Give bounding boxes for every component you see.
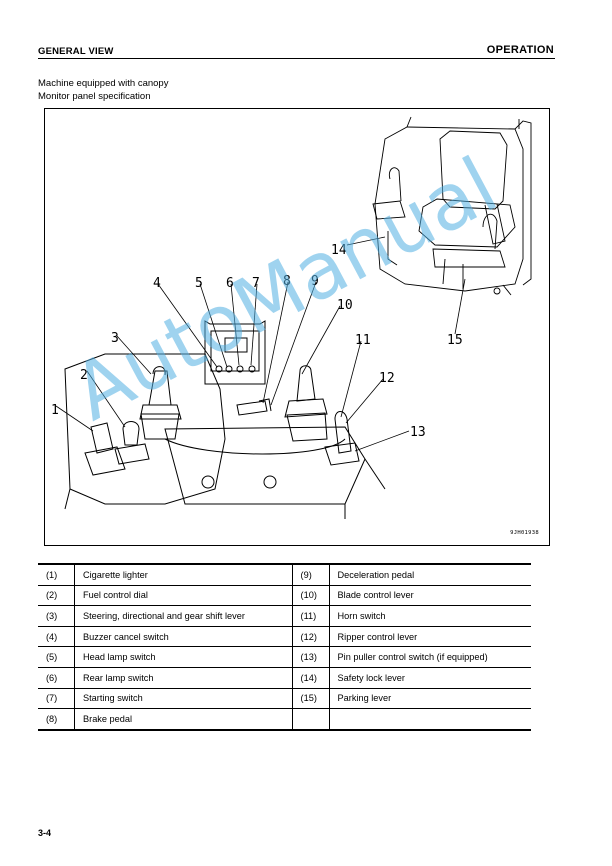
parts-table-body: (1)Cigarette lighter(9)Deceleration peda… <box>38 562 531 731</box>
parts-table-row: (3)Steering, directional and gear shift … <box>38 605 531 627</box>
part-number-right: (14) <box>292 667 330 689</box>
part-number-right: (15) <box>292 688 330 710</box>
part-number-right: (12) <box>292 626 330 648</box>
part-label-left: Cigarette lighter <box>74 562 293 586</box>
callout-11: 11 <box>355 333 371 348</box>
callout-2: 2 <box>80 368 88 383</box>
part-number-left: (2) <box>38 585 75 607</box>
parts-table-row: (1)Cigarette lighter(9)Deceleration peda… <box>38 562 531 586</box>
header-section-title: GENERAL VIEW <box>38 46 114 57</box>
part-label-right: Ripper control lever <box>329 626 531 648</box>
part-label-right: Pin puller control switch (if equipped) <box>329 646 531 668</box>
part-label-left: Head lamp switch <box>74 646 293 668</box>
callout-8: 8 <box>283 274 291 289</box>
part-number-left: (8) <box>38 708 75 731</box>
part-number-right: (13) <box>292 646 330 668</box>
part-label-left: Fuel control dial <box>74 585 293 607</box>
callout-10: 10 <box>337 298 353 313</box>
callout-numbers: 1 2 3 4 5 6 7 8 9 10 11 12 13 14 15 <box>51 243 463 440</box>
part-number-left: (4) <box>38 626 75 648</box>
part-label-left: Buzzer cancel switch <box>74 626 293 648</box>
part-label-left: Brake pedal <box>74 708 293 731</box>
intro-line-1: Machine equipped with canopy <box>38 78 169 89</box>
part-number-left: (5) <box>38 646 75 668</box>
parts-table-row: (7)Starting switch(15)Parking lever <box>38 688 531 710</box>
callout-15: 15 <box>447 333 463 348</box>
part-number-left: (7) <box>38 688 75 710</box>
part-label-right: Parking lever <box>329 688 531 710</box>
intro-line-2: Monitor panel specification <box>38 91 151 102</box>
part-label-right: Safety lock lever <box>329 667 531 689</box>
parts-table-row: (4)Buzzer cancel switch(12)Ripper contro… <box>38 626 531 648</box>
callout-13: 13 <box>410 425 426 440</box>
parts-table: (1)Cigarette lighter(9)Deceleration peda… <box>38 562 531 731</box>
callout-6: 6 <box>226 276 234 291</box>
part-number-right <box>292 708 330 731</box>
part-label-left: Rear lamp switch <box>74 667 293 689</box>
header-rule <box>38 58 555 59</box>
seat-inset-drawing <box>372 116 532 296</box>
console-drawing <box>64 320 386 519</box>
parts-table-row: (2)Fuel control dial(10)Blade control le… <box>38 585 531 607</box>
callout-7: 7 <box>252 276 260 291</box>
leader-lines <box>55 236 466 452</box>
part-label-left: Steering, directional and gear shift lev… <box>74 605 293 627</box>
callout-9: 9 <box>311 274 319 289</box>
header-chapter-title: OPERATION <box>486 44 554 56</box>
part-number-right: (10) <box>292 585 330 607</box>
callout-1: 1 <box>51 403 59 418</box>
intro-text: Machine equipped with canopy Monitor pan… <box>38 77 168 103</box>
operator-station-figure: 1 2 3 4 5 6 7 8 9 10 11 12 13 14 15 Auto… <box>44 108 550 546</box>
part-number-right: (9) <box>292 562 330 586</box>
part-number-right: (11) <box>292 605 330 627</box>
operator-station-illustration: 1 2 3 4 5 6 7 8 9 10 11 12 13 14 15 <box>51 116 532 519</box>
parts-table-row: (6)Rear lamp switch(14)Safety lock lever <box>38 667 531 689</box>
part-label-left: Starting switch <box>74 688 293 710</box>
part-number-left: (6) <box>38 667 75 689</box>
part-label-right: Deceleration pedal <box>329 562 531 586</box>
part-number-left: (3) <box>38 605 75 627</box>
part-number-left: (1) <box>38 562 75 586</box>
part-label-right <box>329 708 531 731</box>
parts-table-row: (8)Brake pedal <box>38 708 531 731</box>
callout-5: 5 <box>195 276 203 291</box>
part-label-right: Horn switch <box>329 605 531 627</box>
callout-4: 4 <box>153 276 161 291</box>
callout-14: 14 <box>331 243 347 258</box>
part-label-right: Blade control lever <box>329 585 531 607</box>
figure-code: 9JH01938 <box>510 530 539 536</box>
callout-3: 3 <box>111 331 119 346</box>
page-number: 3-4 <box>38 828 52 838</box>
callout-12: 12 <box>379 371 395 386</box>
parts-table-row: (5)Head lamp switch(13)Pin puller contro… <box>38 646 531 668</box>
